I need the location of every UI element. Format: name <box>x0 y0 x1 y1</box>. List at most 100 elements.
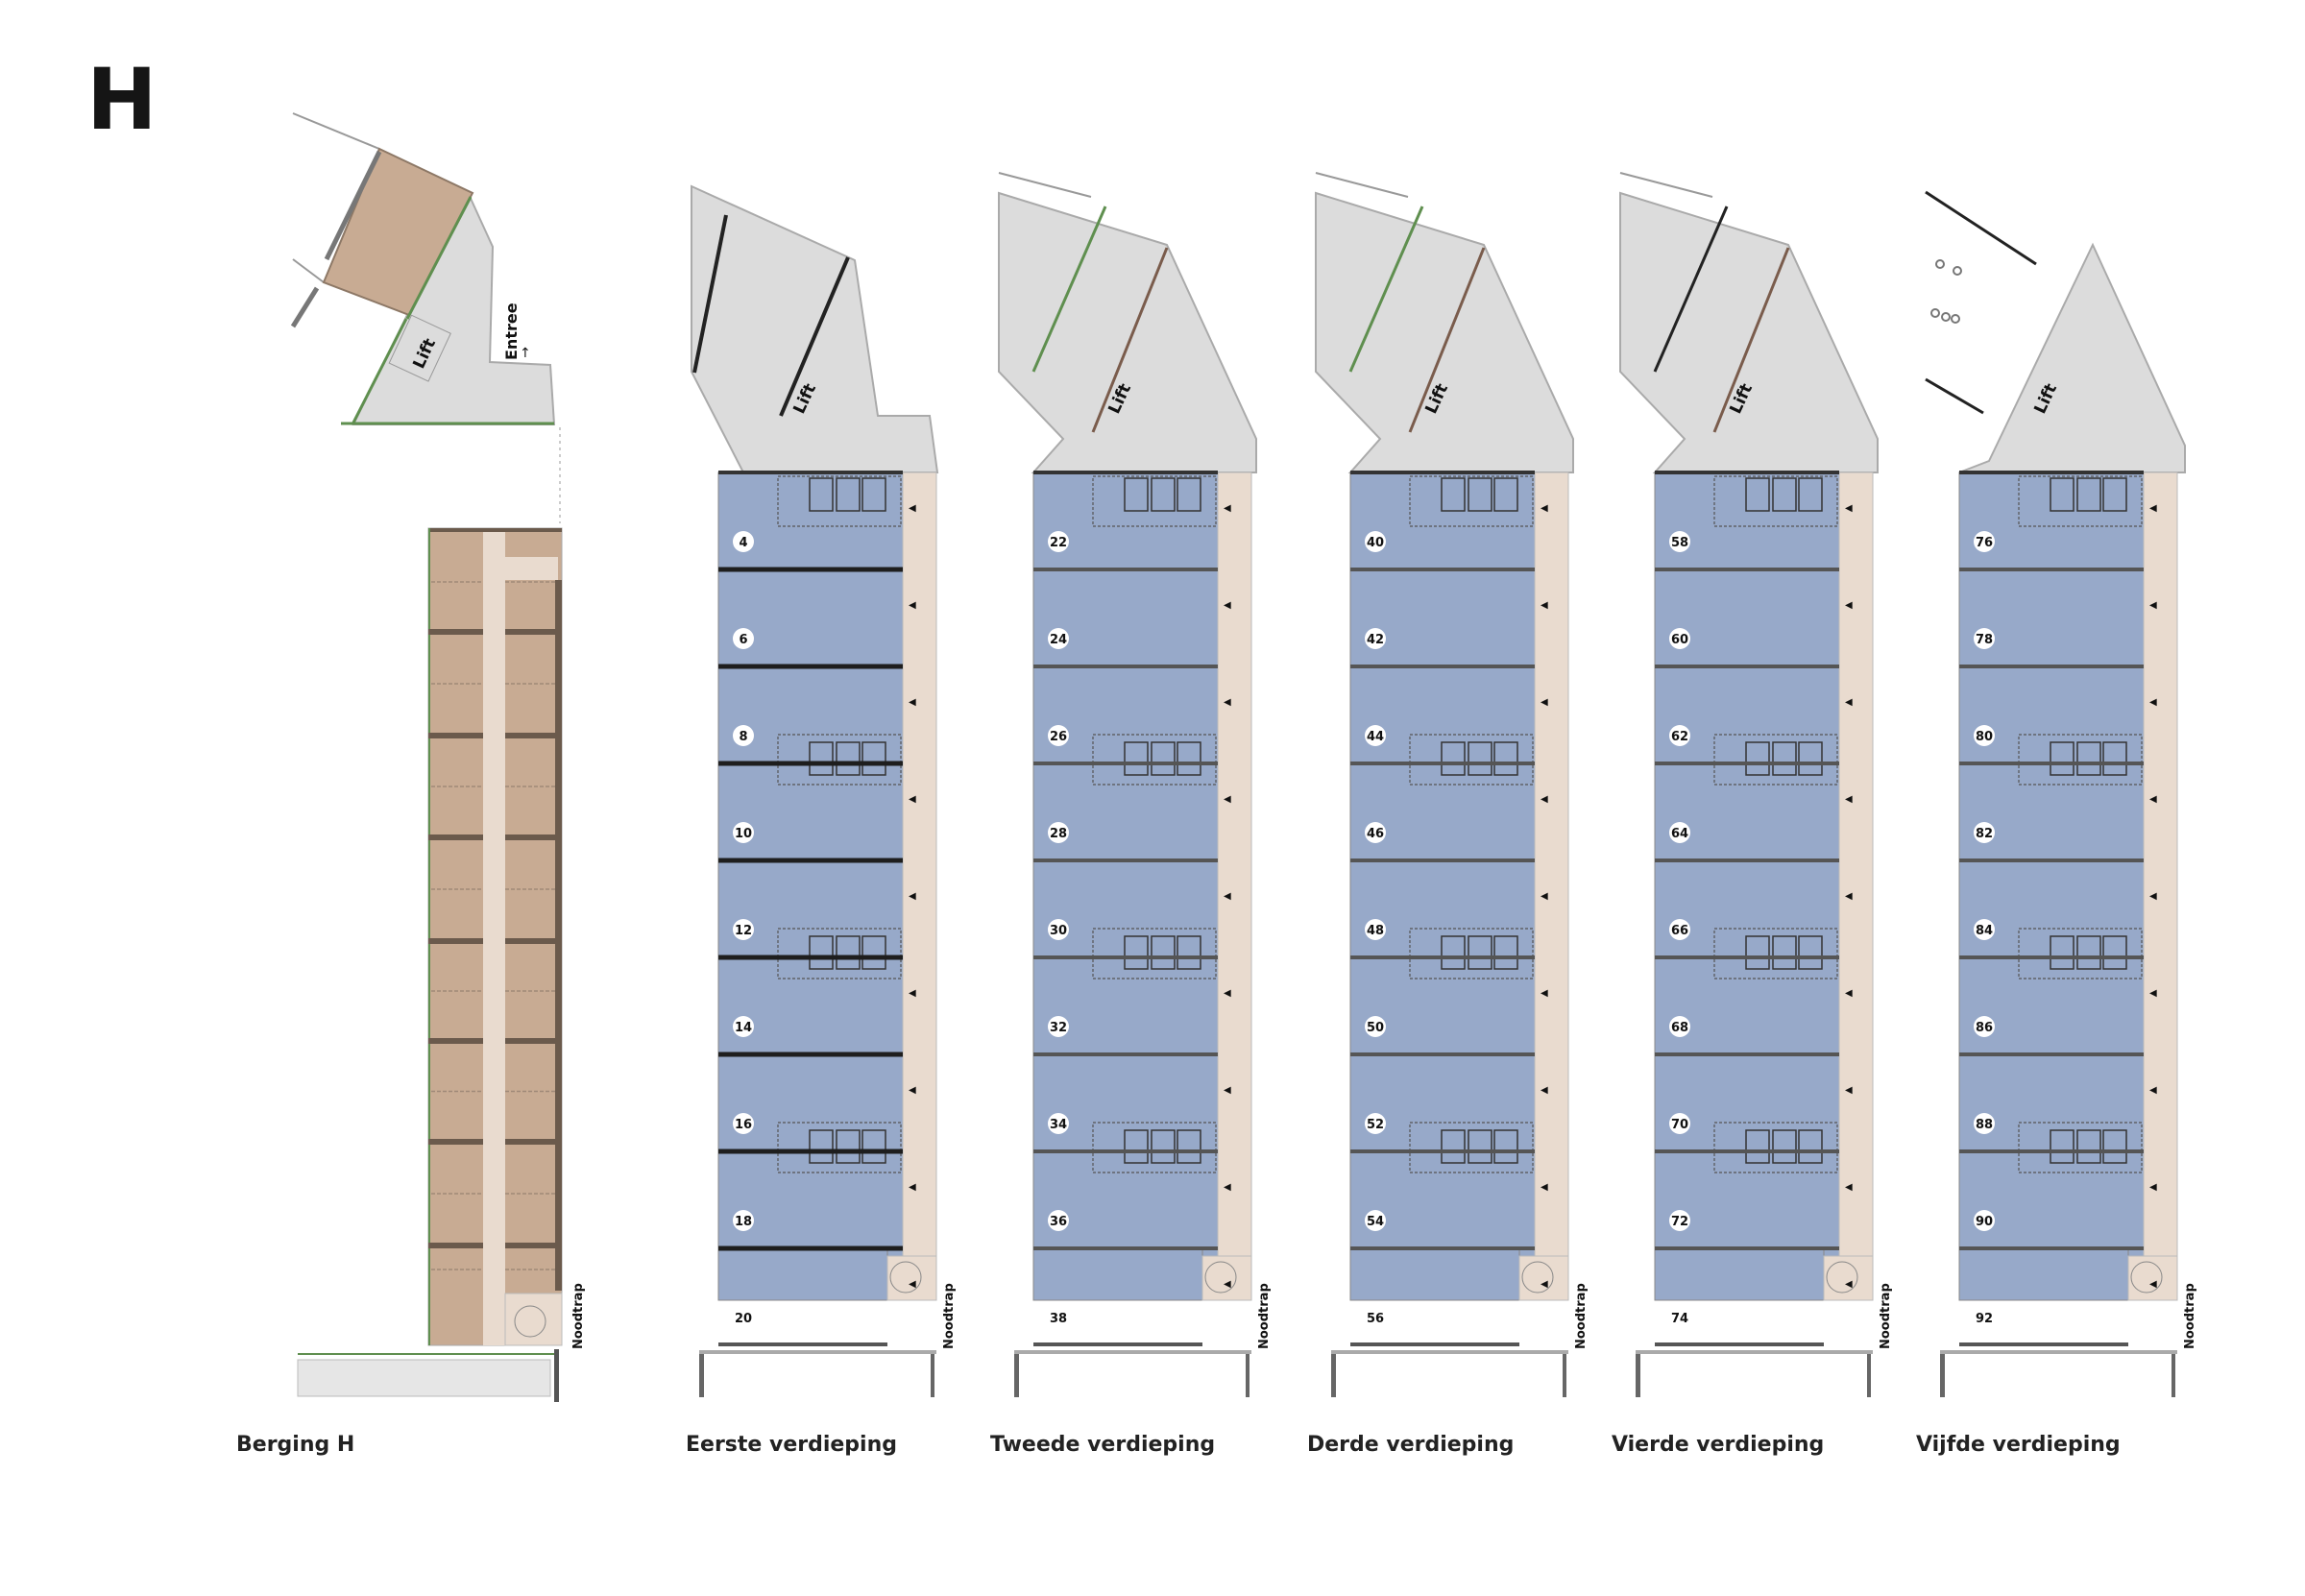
sanitary-icon <box>2102 741 2127 776</box>
unit-number-badge <box>733 1210 754 1231</box>
entry-arrow-icon: ◀ <box>1845 1279 1853 1290</box>
entry-arrow-icon: ◀ <box>909 1279 916 1290</box>
unit-number-badge <box>1048 919 1069 940</box>
sanitary-icon <box>809 1129 834 1164</box>
entry-arrow-icon: ◀ <box>1541 600 1548 611</box>
storage-section-wall <box>505 1243 558 1248</box>
entry-arrow-icon: ◀ <box>909 503 916 514</box>
entry-arrow-icon: ◀ <box>2149 1085 2157 1096</box>
entry-arrow-icon: ◀ <box>909 1085 916 1096</box>
unit-number: 76 <box>1976 536 1993 550</box>
unit-number: 52 <box>1367 1118 1384 1132</box>
unit-number-badge <box>733 628 754 649</box>
sanitary-icon <box>861 1129 886 1164</box>
entry-arrow-icon: ◀ <box>2149 794 2157 805</box>
storage-section-wall <box>428 1139 483 1145</box>
entry-arrow-icon: ◀ <box>1845 1182 1853 1193</box>
sanitary-icon <box>1151 741 1176 776</box>
emergency-stair <box>504 1293 563 1346</box>
sanitary-icon <box>1177 477 1201 512</box>
berging-entrance-plan: Lift Entree ↑ <box>290 112 561 523</box>
noodtrap-label: Noodtrap <box>2183 1283 2197 1349</box>
floor-label-vierde: Vierde verdieping <box>1612 1433 1825 1457</box>
site-line <box>998 172 1092 198</box>
wall <box>1712 247 1790 433</box>
unit-number: 82 <box>1976 827 1993 841</box>
unit-number-badge <box>1974 725 1995 746</box>
sanitary-icon <box>1798 477 1823 512</box>
floor-label-eerste: Eerste verdieping <box>686 1433 898 1457</box>
unit-number-badge <box>1048 1016 1069 1037</box>
wall <box>692 214 728 374</box>
entry-arrow-icon: ◀ <box>909 600 916 611</box>
unit-number-badge <box>1048 628 1069 649</box>
sanitary-icon <box>1124 1129 1149 1164</box>
unit-number: 54 <box>1367 1215 1384 1229</box>
noodtrap-label: Noodtrap <box>1257 1283 1272 1349</box>
unit-number-badge <box>1048 822 1069 843</box>
gallery-corridor <box>2143 472 2178 1294</box>
unit-number: 4 <box>739 536 747 550</box>
unit-number-badge <box>1365 1113 1386 1134</box>
wall <box>1940 1354 1945 1397</box>
wall <box>1246 1354 1250 1397</box>
sanitary-icon <box>1468 935 1492 970</box>
gallery-corridor <box>902 472 937 1294</box>
sanitary-icon <box>1493 935 1518 970</box>
sanitary-icon <box>1798 741 1823 776</box>
unit-number-badge <box>1365 1016 1386 1037</box>
sanitary-icon <box>1468 477 1492 512</box>
units-block <box>717 472 904 1294</box>
entry-arrow-icon: ◀ <box>1845 1085 1853 1096</box>
sanitary-icon <box>2102 1129 2127 1164</box>
wall <box>1091 247 1169 433</box>
unit-number: 80 <box>1976 730 1993 744</box>
storage-section-wall <box>428 733 483 738</box>
unit-number: 8 <box>739 730 747 744</box>
sanitary-icon <box>809 935 834 970</box>
entry-arrow-icon: ◀ <box>2149 1182 2157 1193</box>
unit-number: 24 <box>1050 633 1067 647</box>
entry-arrow-icon: ◀ <box>1224 600 1231 611</box>
entry-arrow-icon: ◀ <box>1224 1279 1231 1290</box>
unit-bottom <box>1032 1247 1203 1301</box>
unit-number: 86 <box>1976 1021 1993 1035</box>
unit-number-badge <box>1669 725 1690 746</box>
sanitary-icon <box>1151 477 1176 512</box>
unit-number-badge <box>1365 725 1386 746</box>
sanitary-icon <box>836 1129 861 1164</box>
sanitary-icon <box>2076 477 2101 512</box>
unit-number: 70 <box>1671 1118 1688 1132</box>
unit-number-badge <box>1669 1016 1690 1037</box>
entry-arrow-icon: ◀ <box>2149 697 2157 708</box>
unit-number: 68 <box>1671 1021 1688 1035</box>
entry-arrow-icon: ◀ <box>1224 1085 1231 1096</box>
unit-number: 90 <box>1976 1215 1993 1229</box>
common-hall <box>1315 191 1574 473</box>
unit-number-badge <box>1365 531 1386 552</box>
unit-number-badge <box>1974 1016 1995 1037</box>
unit-number: 16 <box>735 1118 752 1132</box>
unit-number: 30 <box>1050 924 1067 938</box>
unit-number-badge <box>1974 1210 1995 1231</box>
wall <box>1867 1354 1871 1397</box>
unit-number: 22 <box>1050 536 1067 550</box>
sanitary-icon <box>1772 477 1797 512</box>
column-icon <box>1953 266 1962 276</box>
storage-section-wall <box>428 938 483 944</box>
unit-number: 14 <box>735 1021 752 1035</box>
unit-number: 48 <box>1367 924 1384 938</box>
unit-number: 10 <box>735 827 752 841</box>
units-block <box>1349 472 1536 1294</box>
column-icon <box>1930 308 1940 318</box>
unit-number-badge <box>1365 628 1386 649</box>
unit-number-badge <box>1365 1210 1386 1231</box>
sanitary-icon <box>1441 935 1466 970</box>
entry-arrow-icon: ◀ <box>1541 1085 1548 1096</box>
spiral-stair-icon <box>514 1305 546 1338</box>
unit-number-badge <box>733 531 754 552</box>
